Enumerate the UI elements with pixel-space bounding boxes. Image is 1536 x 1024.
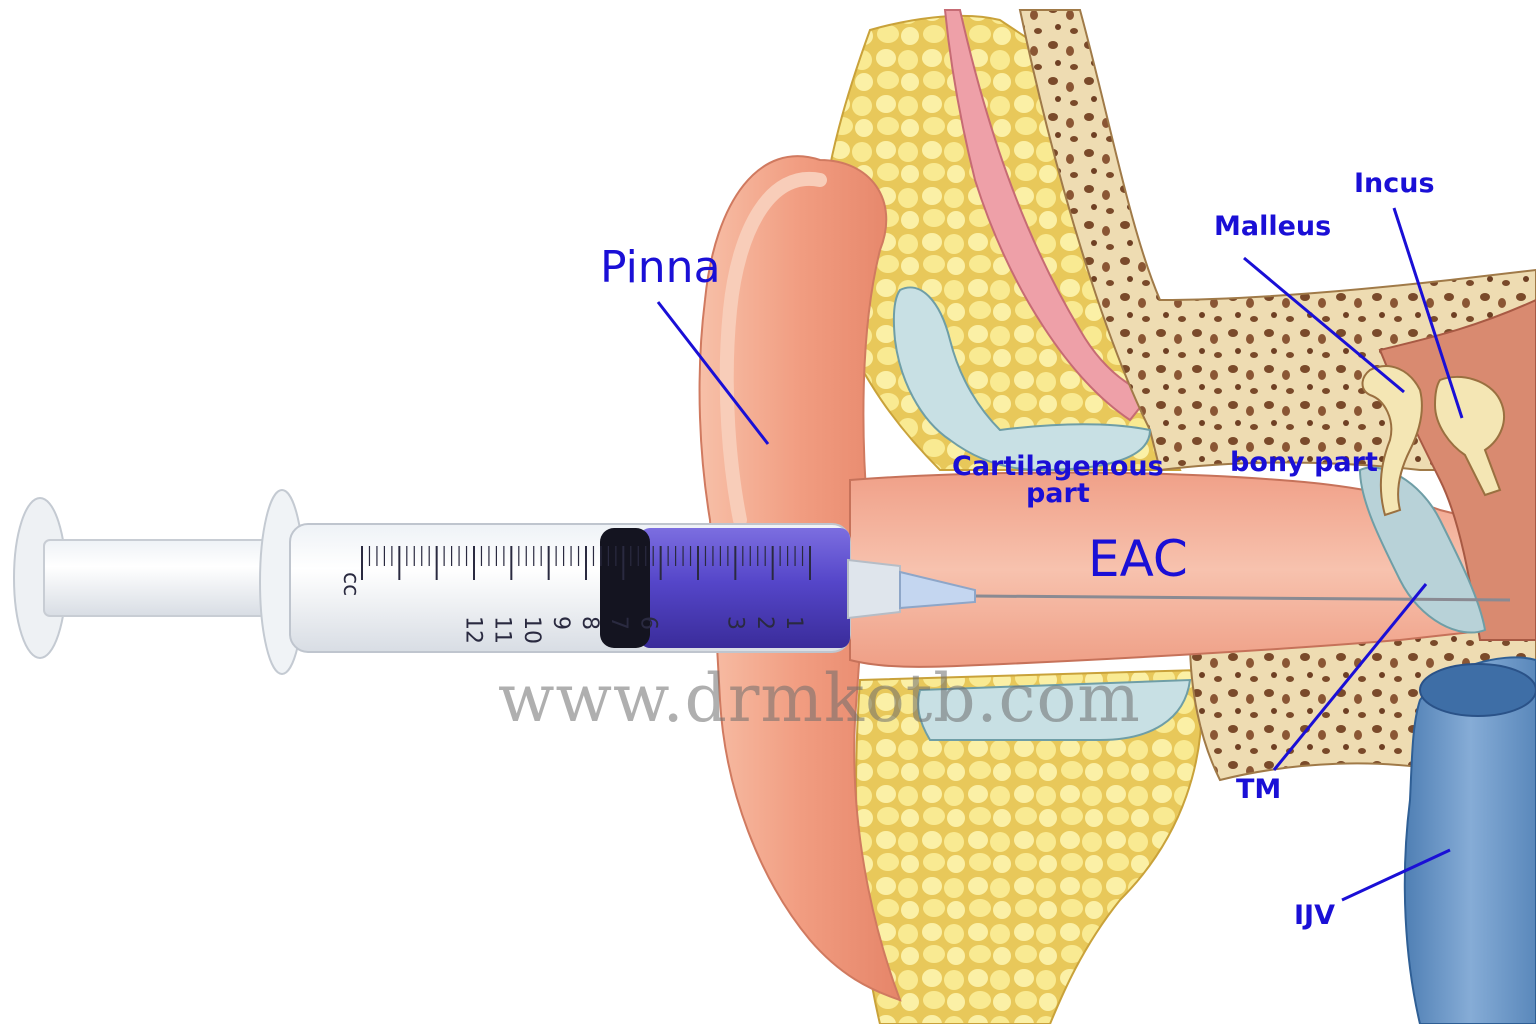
scale-number: 10: [519, 616, 544, 644]
jugular-vein-opening: [1420, 664, 1536, 716]
syringe-nozzle: [848, 560, 900, 618]
scale-number: 12: [461, 616, 486, 644]
cartilagenous-label-line1: Cartilagenous: [952, 453, 1164, 480]
watermark: www.drmkotb.com: [498, 660, 1141, 737]
cartilagenous-part-label: Cartilagenous part: [952, 453, 1164, 507]
scale-number: 6: [635, 616, 660, 630]
scale-number: 2: [752, 616, 777, 630]
cartilagenous-label-line2: part: [952, 480, 1164, 507]
scale-number: 9: [548, 616, 573, 630]
pinna-label: Pinna: [600, 246, 721, 290]
scale-number: 8: [577, 616, 602, 630]
tm-label: TM: [1236, 776, 1281, 803]
scale-number: 11: [490, 616, 515, 644]
plunger-rod: [44, 540, 294, 616]
scale-number: 7: [606, 616, 631, 630]
incus-label: Incus: [1354, 170, 1435, 197]
bony-part-label: bony part: [1230, 449, 1378, 476]
malleus-label: Malleus: [1214, 213, 1331, 240]
scale-number: 1: [781, 616, 806, 630]
eac-label: EAC: [1088, 534, 1188, 584]
scale-number: 3: [723, 616, 748, 630]
scale-unit: cc: [338, 572, 363, 596]
ijv-label: IJV: [1294, 902, 1335, 929]
